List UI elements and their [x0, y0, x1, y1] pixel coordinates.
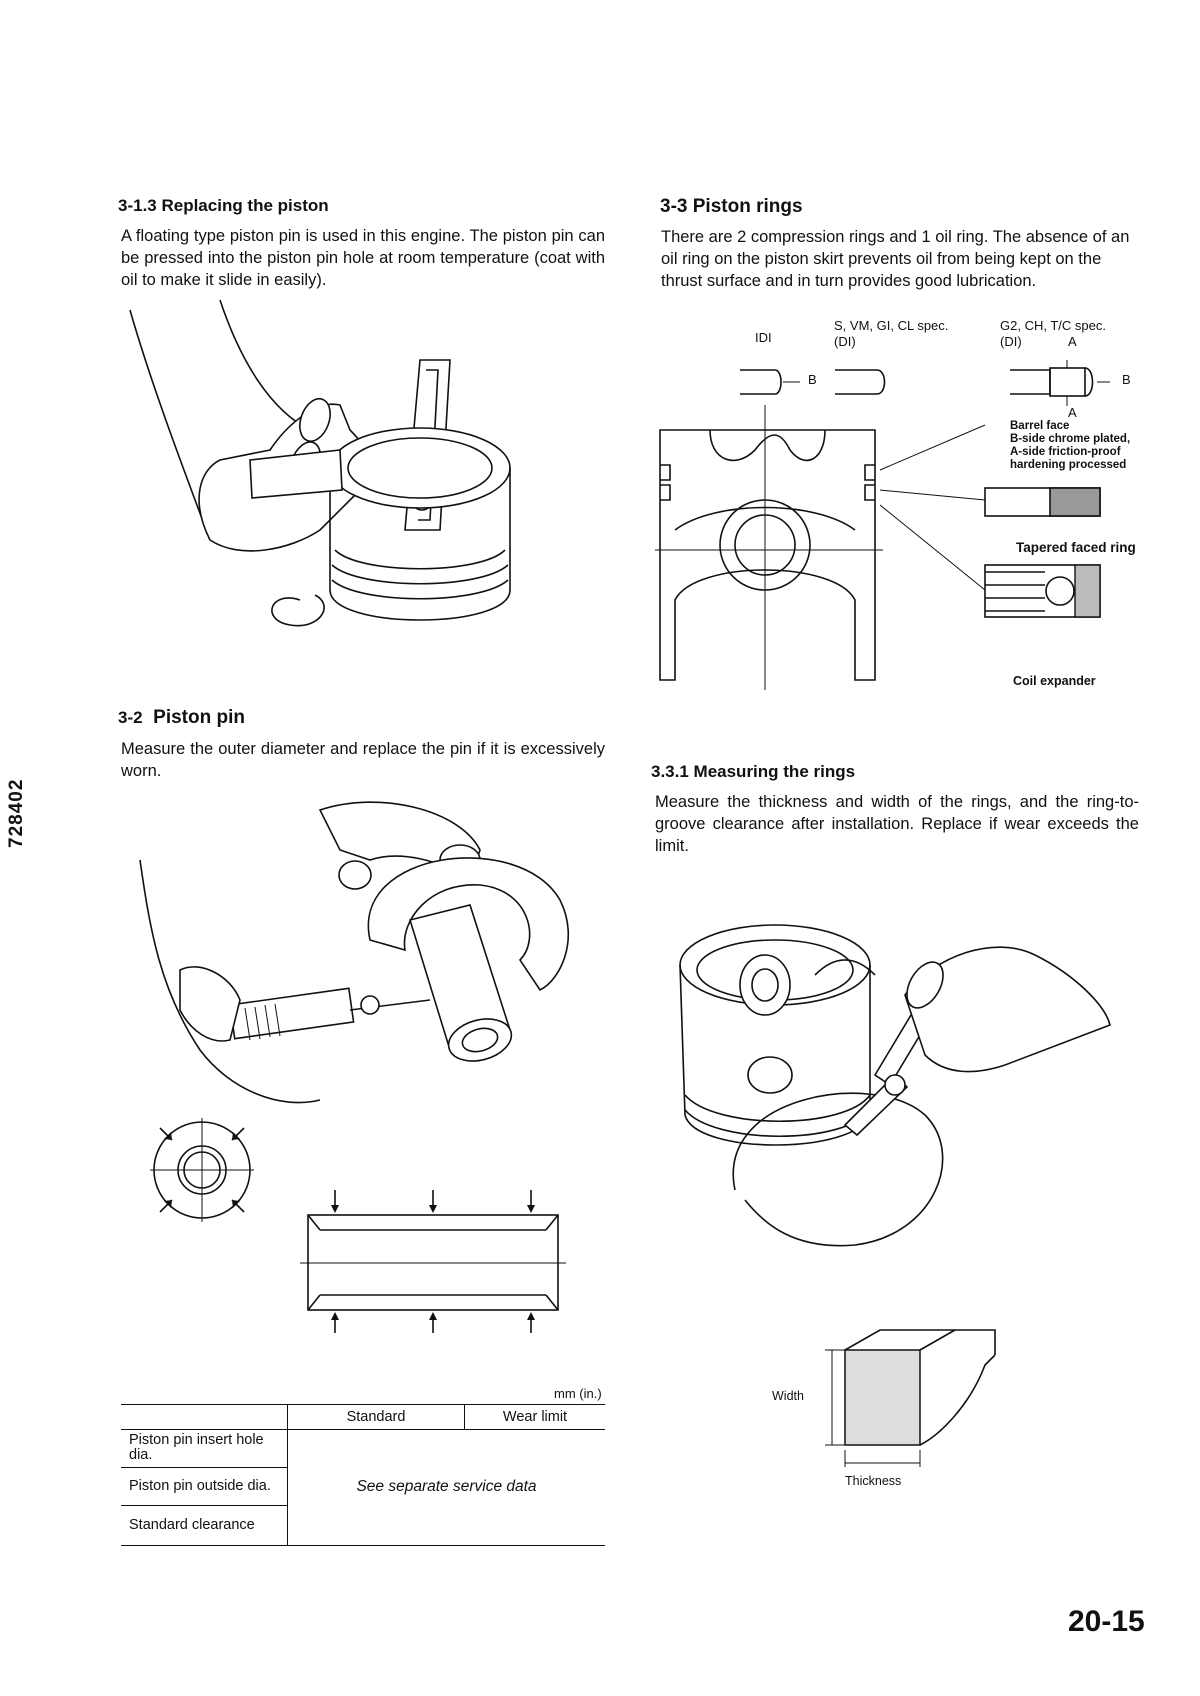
ring-dimension-diagram	[825, 1329, 996, 1467]
section-heading-measuring-rings: 3.3.1 Measuring the rings	[651, 762, 856, 781]
table-header-wear-limit: Wear limit	[464, 1405, 605, 1430]
barrel-line-3: A-side friction-proof	[1010, 446, 1121, 458]
piston-pin-spec-table: Standard Wear limit Piston pin insert ho…	[121, 1405, 605, 1546]
piston-pin-text: Measure the outer diameter and replace t…	[121, 740, 605, 780]
section-heading-piston-pin: 3-2 Piston pin	[118, 707, 245, 729]
section-heading-piston-rings: 3-3 Piston rings	[660, 196, 803, 217]
label-b-g2: B	[1122, 372, 1131, 387]
table-row-label: Standard clearance	[121, 1504, 288, 1546]
table-row-label: Piston pin outside dia.	[121, 1466, 288, 1506]
page-number: 20-15	[1068, 1605, 1145, 1638]
spec1-line1: S, VM, GI, CL spec.	[834, 318, 949, 333]
label-a-bottom: A	[1068, 405, 1077, 420]
tapered-ring-label: Tapered faced ring	[1016, 540, 1136, 555]
pin-end-view-diagram	[150, 1118, 254, 1222]
spec2-line2: (DI)	[1000, 334, 1022, 349]
pin-side-view-diagram	[300, 1190, 566, 1333]
piston-ring-diagram	[655, 360, 1110, 690]
width-label: Width	[772, 1389, 804, 1403]
side-document-code: 728402	[6, 778, 27, 848]
table-row-label: Piston pin insert hole dia.	[121, 1428, 288, 1468]
piston-pin-heading-num: 3-2	[118, 708, 143, 727]
spec1-line2: (DI)	[834, 334, 856, 349]
table-unit-label: mm (in.)	[554, 1386, 602, 1401]
idi-label: IDI	[755, 330, 772, 345]
thickness-label: Thickness	[845, 1474, 902, 1488]
label-b-idi: B	[808, 372, 817, 387]
barrel-line-4: hardening processed	[1010, 459, 1127, 471]
piston-pin-heading-title: Piston pin	[153, 707, 245, 728]
table-see-service-data: See separate service data	[287, 1428, 605, 1546]
piston-rings-text: There are 2 compression rings and 1 oil …	[661, 228, 1130, 290]
ring-measuring-illustration	[679, 924, 1111, 1247]
piston-pin-install-illustration	[129, 299, 511, 627]
table-corner-cell	[121, 1405, 288, 1430]
coil-expander-label: Coil expander	[1013, 674, 1096, 688]
barrel-line-2: B-side chrome plated,	[1010, 433, 1131, 445]
replacing-piston-text: A floating type piston pin is used in th…	[121, 227, 605, 289]
table-header-standard: Standard	[287, 1405, 465, 1430]
label-a-top: A	[1068, 334, 1077, 349]
micrometer-illustration	[139, 801, 570, 1104]
barrel-line-1: Barrel face	[1010, 420, 1070, 432]
measuring-rings-text: Measure the thickness and width of the r…	[655, 793, 1139, 855]
table-top-rule	[121, 1404, 605, 1405]
section-heading-replacing-piston: 3-1.3 Replacing the piston	[118, 196, 329, 215]
barrel-face-note: Barrel face B-side chrome plated, A-side…	[1010, 420, 1130, 472]
spec2-line1: G2, CH, T/C spec.	[1000, 318, 1106, 333]
